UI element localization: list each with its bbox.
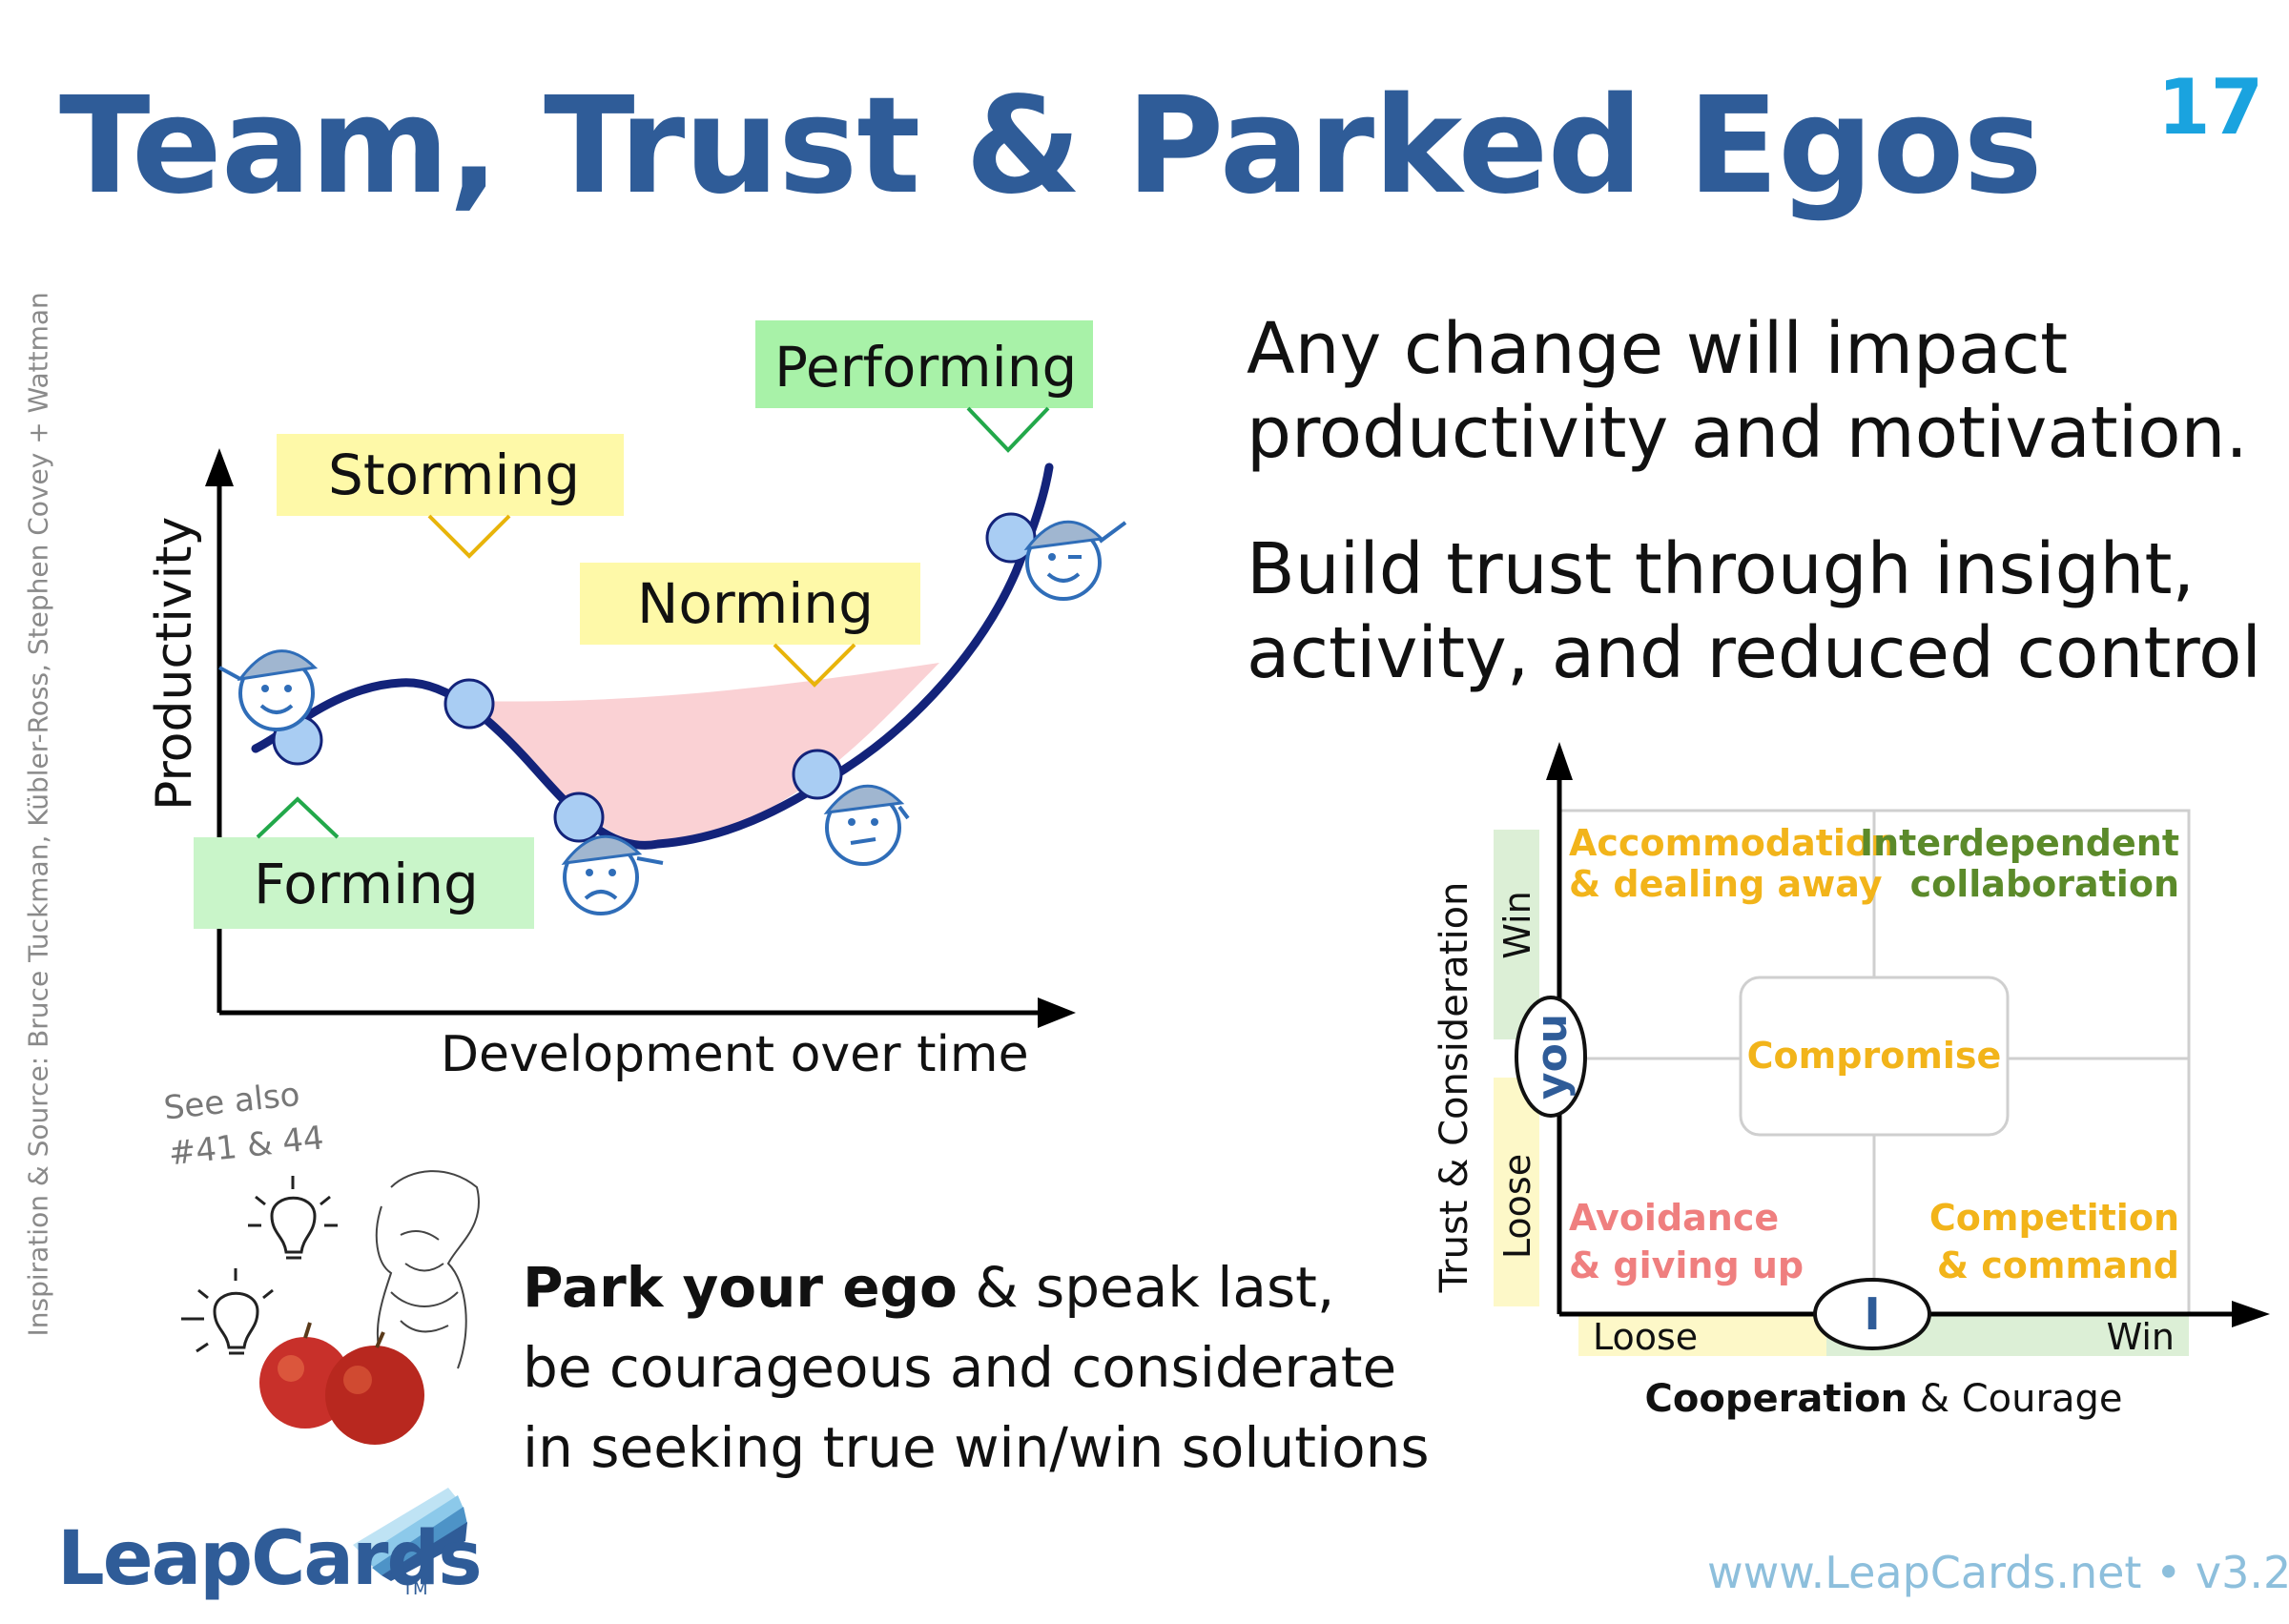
avoidance-line-2: & giving up [1569,1244,1804,1286]
competition-line-2: & command [1937,1244,2179,1286]
sketch-figure [375,1170,480,1369]
norming-dot [792,749,843,800]
park-bold: Park your ego [523,1255,958,1320]
y-win-label: Win [1496,891,1538,958]
park-ego-message: Park your ego & speak last, be courageou… [523,1247,1430,1488]
winking-face-icon [1023,520,1127,601]
lightbulb-icon [248,1176,338,1260]
trust-message: Build trust through insight, activity, a… [1247,527,2261,695]
matrix-x-arrow [2232,1301,2270,1327]
ego-illustration [181,1170,480,1445]
trust-cooperation-matrix: Accommodation & dealing away Interdepend… [1433,742,2270,1421]
x-loose-band [1578,1314,1826,1356]
leapcards-logo-text: LeapCards [57,1516,483,1602]
matrix-x-axis-rest: & Courage [1908,1377,2122,1421]
trademark-mark: TM [402,1579,428,1599]
change-line-2: productivity and motivation. [1247,392,2248,474]
you-marker [1515,996,1587,1118]
y-loose-label: Loose [1496,1154,1538,1259]
storming-dot [443,678,495,730]
you-label: you [1528,1014,1577,1100]
trust-line-2: activity, and reduced control [1247,612,2261,694]
performing-text: Performing [774,335,1077,400]
page-number: 17 [2157,63,2264,152]
footer-url[interactable]: www.LeapCards.net • v3.2 [1707,1547,2289,1598]
y-axis-arrow [205,448,234,486]
forming-text: Forming [254,852,479,916]
matrix-y-arrow [1546,742,1573,780]
y-loose-band [1494,1078,1539,1306]
matrix-y-axis-label: Trust & Consideration [1433,882,1476,1294]
avoidance-line-1: Avoidance [1569,1197,1779,1239]
i-label: I [1864,1288,1880,1340]
change-message: Any change will impact productivity and … [1247,307,2248,475]
x-win-label: Win [2107,1316,2175,1358]
i-marker [1813,1278,1931,1350]
norming-text: Norming [637,571,874,636]
change-line-1: Any change will impact [1247,308,2069,390]
accommodation-line-2: & dealing away [1569,863,1883,905]
x-loose-label: Loose [1593,1316,1698,1358]
accommodation-line-1: Accommodation [1569,822,1896,864]
x-axis-label: Development over time [441,1026,1029,1083]
page-title: Team, Trust & Parked Egos [59,69,2043,224]
tuckman-diagram: Forming Storming Norming Performing Prod… [146,320,1127,1083]
park-line-1: Park your ego & speak last, [523,1247,1430,1327]
performing-label: Performing [755,320,1093,453]
leapcards-logo-icon [353,1488,467,1581]
trust-line-1: Build trust through insight, [1247,528,2195,610]
see-also-note: See also #41 & 44 [161,1070,325,1178]
productivity-curve [251,463,1054,850]
dip-dot [553,791,605,843]
sad-face-icon [561,834,664,915]
happy-face-icon [218,649,319,731]
neutral-face-icon [823,784,910,866]
y-axis-label: Productivity [146,517,203,811]
collaboration-line-1: Interdependent [1860,822,2179,864]
park-line-2: be courageous and considerate [523,1335,1397,1400]
matrix-x-axis-bold: Cooperation [1645,1377,1908,1421]
park-rest: & speak last, [957,1255,1335,1320]
storming-text: Storming [328,442,580,507]
park-line-3: in seeking true win/win solutions [523,1415,1430,1480]
storming-label: Storming [277,434,624,559]
lightbulb-icon [181,1268,274,1355]
collaboration-line-2: collaboration [1910,863,2179,905]
norming-label: Norming [580,563,920,688]
matrix-x-axis-label: Cooperation & Courage [1645,1377,2123,1421]
apple-icon [325,1331,424,1445]
competition-line-1: Competition [1929,1197,2179,1239]
compromise-text: Compromise [1747,1035,2002,1077]
compromise-box [1739,976,2010,1137]
forming-label: Forming [194,796,534,929]
x-axis-arrow [1038,997,1076,1028]
